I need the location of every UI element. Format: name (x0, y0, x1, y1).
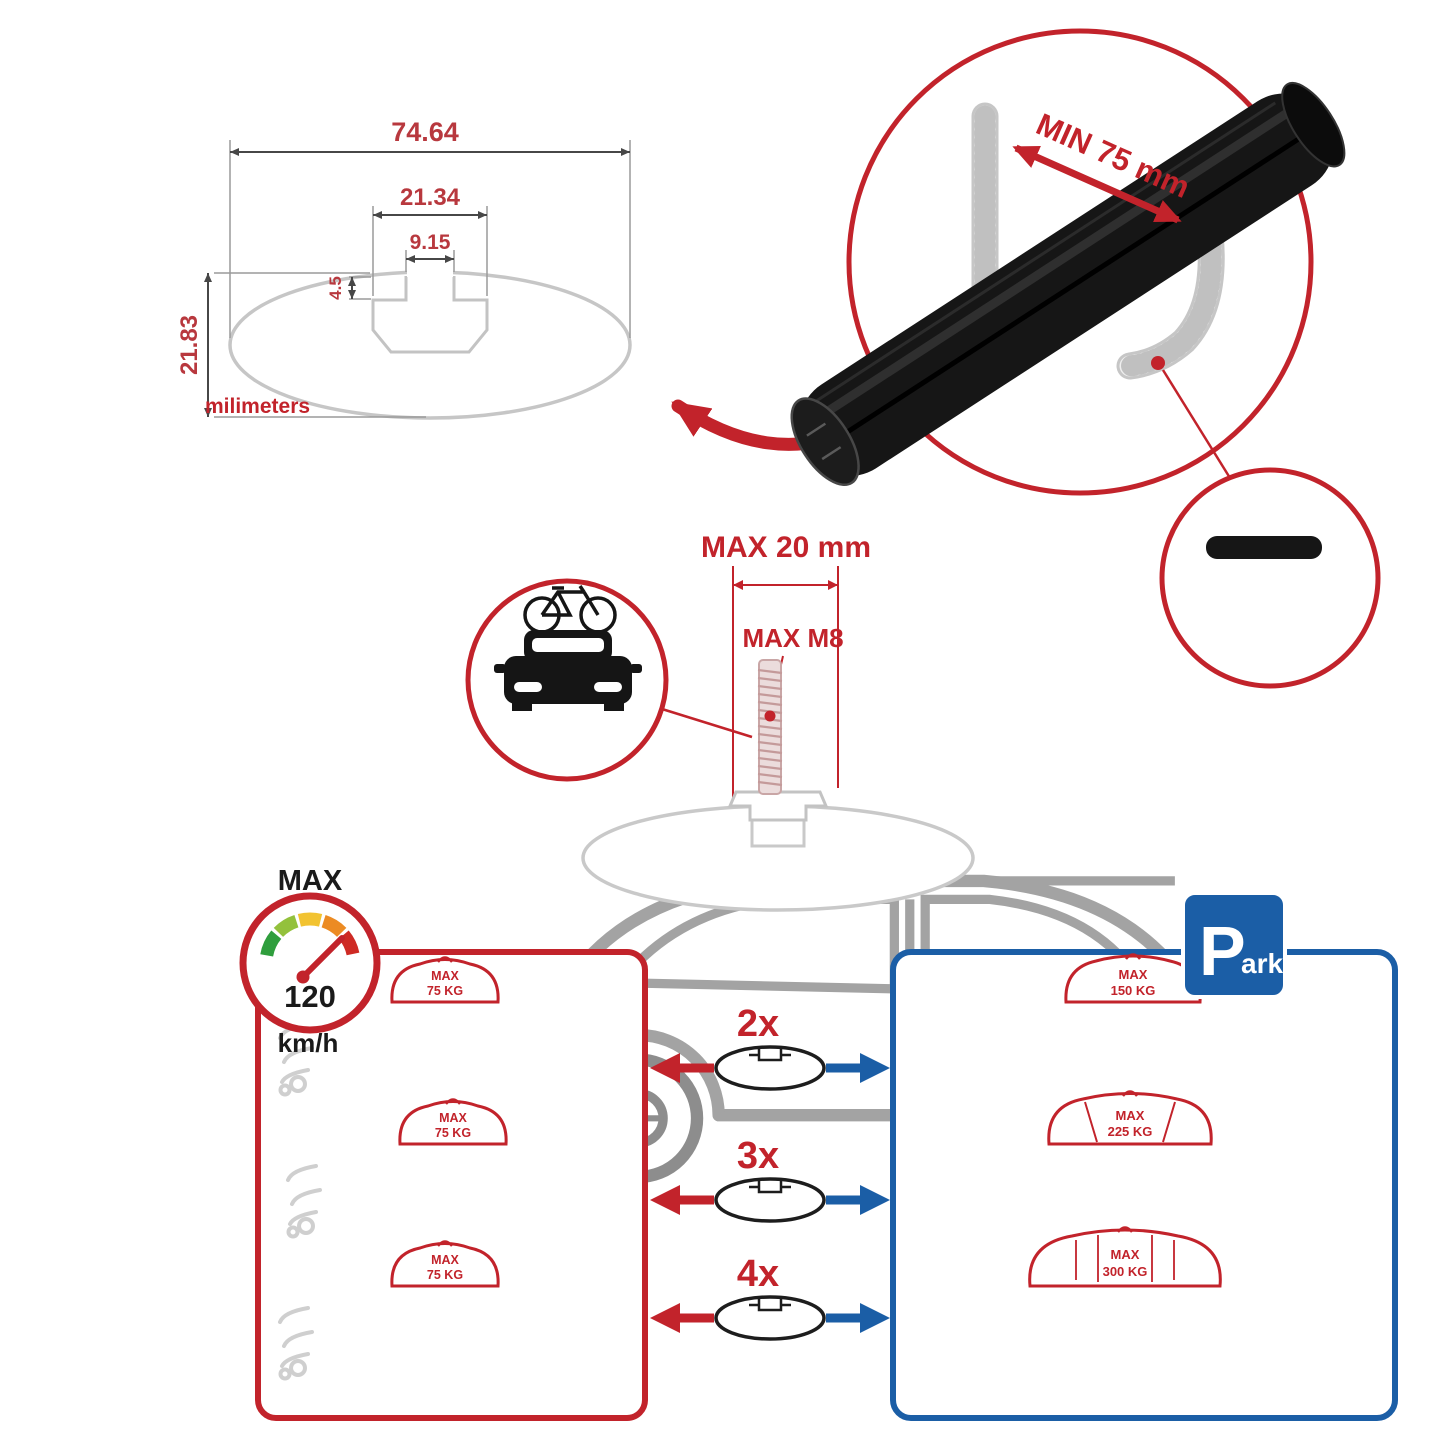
left-arrow-icon (650, 1053, 680, 1083)
profile-dimension-diagram: 74.64 21.34 9.15 4.5 21.83 milimeters (176, 117, 632, 420)
car-parked-1: MAX 150 KG (1064, 953, 1202, 1004)
right-arrow-icon (860, 1053, 890, 1083)
load-value: 225 KG (1108, 1124, 1153, 1139)
car-parked-2: MAX 225 KG (1047, 1090, 1213, 1146)
slot-opening-gap (407, 266, 453, 277)
car-moving-1: MAX 75 KG (278, 956, 500, 1097)
car-moving-3: MAX 75 KG (278, 1240, 500, 1381)
callout-dot (1151, 356, 1165, 370)
roof-cargo-basket: MAX 300 KG (1028, 1226, 1222, 1288)
moving-panel (255, 949, 648, 1421)
gauge-needle-icon (300, 935, 345, 980)
bar-profile-icon (714, 1295, 826, 1341)
motion-lines-icon (286, 1164, 322, 1239)
badge-leader-line (661, 707, 753, 739)
roofbox-car-badge (476, 467, 1381, 1179)
bar-end-cap (790, 397, 860, 487)
clamp-detail-view: MIN 75 mm (476, 28, 1381, 1179)
dim-channel-outer: 21.34 (400, 184, 461, 211)
load-label: MAX (431, 969, 459, 983)
dim-total-width: 74.64 (391, 117, 459, 147)
load-label: MAX (1119, 967, 1148, 982)
t-nut-plate (727, 790, 829, 822)
park-sign: P ark (1181, 891, 1287, 999)
max-thread-label: MAX M8 (742, 623, 843, 653)
roof-cargo-bag: MAX 75 KG (390, 956, 500, 1004)
bar-count-label: 3x (737, 1135, 779, 1177)
bar-count-label: 2x (737, 1003, 779, 1045)
roof-cargo-bag: MAX 150 KG (1064, 953, 1202, 1004)
load-label: MAX (1116, 1108, 1145, 1123)
bolt-spec-view: MAX 20 mm MAX M8 (465, 531, 975, 912)
gauge-needle-pivot (296, 970, 310, 984)
dim-lip-depth: 4.5 (326, 276, 345, 300)
bar-profile-icon (714, 1045, 826, 1091)
speed-limit-gauge: MAX 120 km/h (239, 865, 381, 1058)
units-label: milimeters (205, 395, 310, 418)
load-value: 75 KG (435, 1126, 471, 1140)
bar-count-label: 4x (737, 1253, 779, 1295)
speed-max-label: MAX (278, 865, 343, 897)
park-sign-rest: ark (1241, 948, 1283, 979)
parked-panel (890, 949, 1398, 1421)
load-value: 75 KG (427, 984, 463, 998)
bar-count-row-3: 4x (650, 1253, 890, 1341)
dim-total-height: 21.83 (176, 315, 203, 375)
t-slot-channel (371, 276, 489, 354)
load-value: 300 KG (1103, 1264, 1148, 1279)
car-moving-2: MAX 75 KG (286, 1098, 508, 1239)
bar-count-row-1: 2x (650, 1003, 890, 1091)
callout-line (1161, 369, 1232, 479)
profile-slot (750, 818, 806, 848)
dim-opening: 9.15 (410, 231, 451, 254)
extension-lines-channel-outer (372, 206, 488, 296)
load-label: MAX (1111, 1247, 1140, 1262)
load-label: MAX (431, 1253, 459, 1267)
right-arrow-icon (860, 1185, 890, 1215)
motion-lines-icon (278, 1306, 314, 1381)
left-arrow-icon (650, 1303, 680, 1333)
roof-cargo-bag: MAX 75 KG (390, 1240, 500, 1288)
car-front-icon (494, 630, 642, 711)
left-arrow-icon (650, 1185, 680, 1215)
load-value: 150 KG (1111, 983, 1156, 998)
threaded-bolt-icon (757, 659, 783, 795)
crossbar-3d (790, 81, 1346, 487)
car-parked-3: MAX 300 KG (1028, 1226, 1222, 1288)
load-label: MAX (439, 1111, 467, 1125)
bar-profile-icon (714, 1177, 826, 1223)
extension-lines-total-width (229, 140, 631, 338)
right-arrow-icon (860, 1303, 890, 1333)
max-length-label: MAX 20 mm (701, 531, 871, 564)
roofbox-icon (1206, 536, 1322, 559)
bolt-callout-dot (764, 710, 776, 722)
usage-comparison: MAX 75 KG MAX 75 KG (239, 865, 1398, 1421)
roof-cargo-bag: MAX 225 KG (1047, 1090, 1213, 1146)
speed-value: 120 (284, 979, 336, 1014)
speed-unit: km/h (278, 1028, 339, 1058)
extension-lines-bolt (732, 566, 839, 798)
roof-cargo-bag: MAX 75 KG (398, 1098, 508, 1146)
gauge-arc-segments (260, 912, 360, 957)
bike-rack-car-badge (465, 578, 753, 782)
min-grip-arrow-icon (1012, 144, 1182, 224)
load-value: 75 KG (427, 1268, 463, 1282)
bar-count-row-2: 3x (650, 1135, 890, 1223)
extension-lines-height (214, 272, 426, 418)
park-sign-letter: P (1199, 912, 1246, 990)
